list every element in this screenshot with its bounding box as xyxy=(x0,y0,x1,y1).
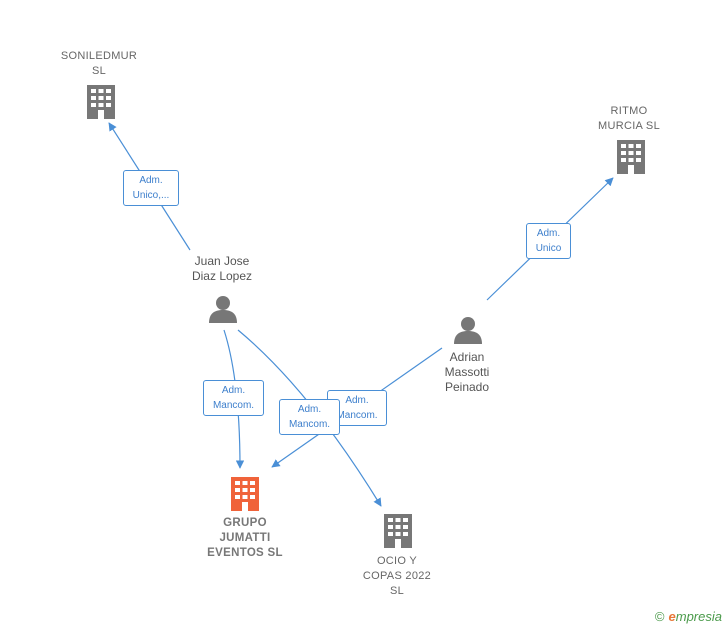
brand-initial: e xyxy=(668,609,676,624)
company-label-ritmo[interactable]: RITMO MURCIA SL xyxy=(598,105,660,132)
copyright-symbol: © xyxy=(654,609,665,624)
person-icon[interactable] xyxy=(209,296,237,323)
edge-label-juan-sonilemur: Adm. Unico,... xyxy=(123,170,179,206)
person-label-adrian[interactable]: Adrian Massotti Peinado xyxy=(444,350,490,394)
edge-label-juan-ocio: Adm. Mancom. xyxy=(279,399,340,435)
company-icon[interactable] xyxy=(617,140,645,174)
company-label-sonilemur[interactable]: SONILEDMUR SL xyxy=(60,50,138,77)
brand-name: mpresia xyxy=(675,609,722,624)
company-label-grupo[interactable]: GRUPO JUMATTI EVENTOS SL xyxy=(207,517,283,559)
edge-label-juan-grupo: Adm. Mancom. xyxy=(203,380,264,416)
brand-logo: © empresia xyxy=(655,609,722,624)
company-icon[interactable] xyxy=(384,514,412,548)
company-icon[interactable] xyxy=(231,477,259,511)
company-icon[interactable] xyxy=(87,85,115,119)
person-label-juan[interactable]: Juan Jose Diaz Lopez xyxy=(191,254,253,283)
company-label-ocio[interactable]: OCIO Y COPAS 2022 SL xyxy=(362,555,432,597)
edge-label-adrian-ritmo: Adm. Unico xyxy=(526,223,571,259)
person-icon[interactable] xyxy=(454,317,482,344)
